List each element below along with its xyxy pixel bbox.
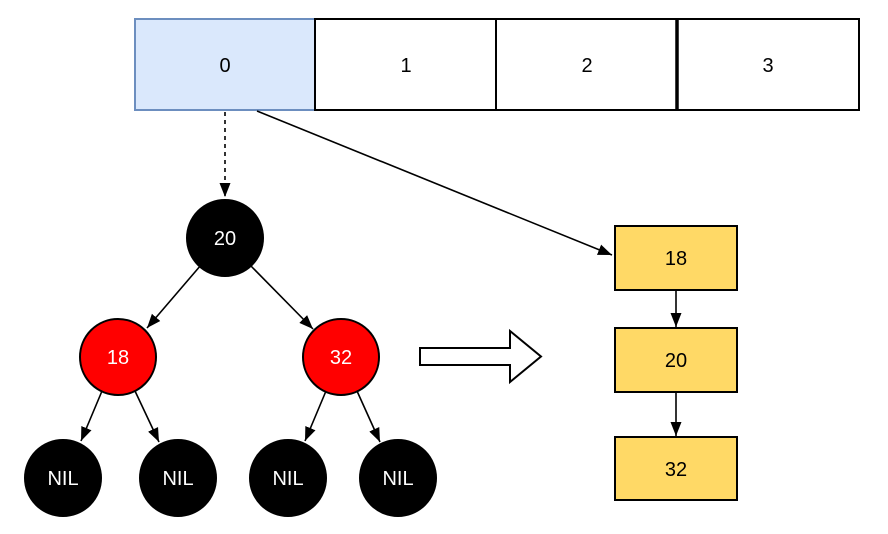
edge-left-nil1 — [80, 390, 103, 442]
array-cell-3-label: 3 — [762, 55, 773, 77]
list-node-2-label: 20 — [665, 350, 687, 372]
list-node-3-label: 32 — [665, 459, 687, 481]
tree-node-right-label: 32 — [330, 347, 352, 369]
array-cell-0 — [134, 18, 316, 111]
array-cell-2 — [495, 18, 678, 111]
tree-node-right — [302, 318, 380, 396]
transform-arrow-icon — [419, 328, 543, 385]
tree-nil-1 — [24, 439, 102, 517]
tree-nil-1-label: NIL — [47, 468, 78, 490]
list-node-3 — [614, 436, 738, 501]
tree-edges — [80, 264, 381, 443]
array-cell-1 — [314, 18, 497, 111]
tree-nil-2 — [139, 439, 217, 517]
array-cell-1-label: 1 — [400, 55, 411, 77]
list-node-1-label: 18 — [665, 248, 687, 270]
edge-root-right — [249, 264, 314, 330]
tree-node-root-label: 20 — [214, 228, 236, 250]
array-cell-2-label: 2 — [581, 55, 592, 77]
tree-node-left — [79, 318, 157, 396]
array-cell-3 — [676, 18, 860, 111]
edge-right-nil4 — [356, 390, 381, 443]
array-cell-0-label: 0 — [219, 55, 230, 77]
tree-nil-3 — [249, 439, 327, 517]
edge-right-nil3 — [304, 390, 327, 442]
tree-node-left-label: 18 — [107, 347, 129, 369]
tree-node-root — [186, 199, 264, 277]
bucket-array: 0 1 2 3 — [134, 18, 860, 111]
tree-nil-3-label: NIL — [272, 468, 303, 490]
tree-nil-4 — [359, 439, 437, 517]
list-node-2 — [614, 327, 738, 393]
edge-root-left — [146, 264, 202, 329]
list-node-1 — [614, 225, 738, 291]
red-black-tree: 20 18 32 NIL NIL NIL NIL — [24, 199, 437, 517]
tree-nil-4-label: NIL — [382, 468, 413, 490]
edge-left-nil2 — [134, 390, 160, 443]
bucket0-to-list-arrow — [256, 110, 613, 256]
tree-nil-2-label: NIL — [162, 468, 193, 490]
linked-list: 18 20 32 — [614, 225, 738, 501]
